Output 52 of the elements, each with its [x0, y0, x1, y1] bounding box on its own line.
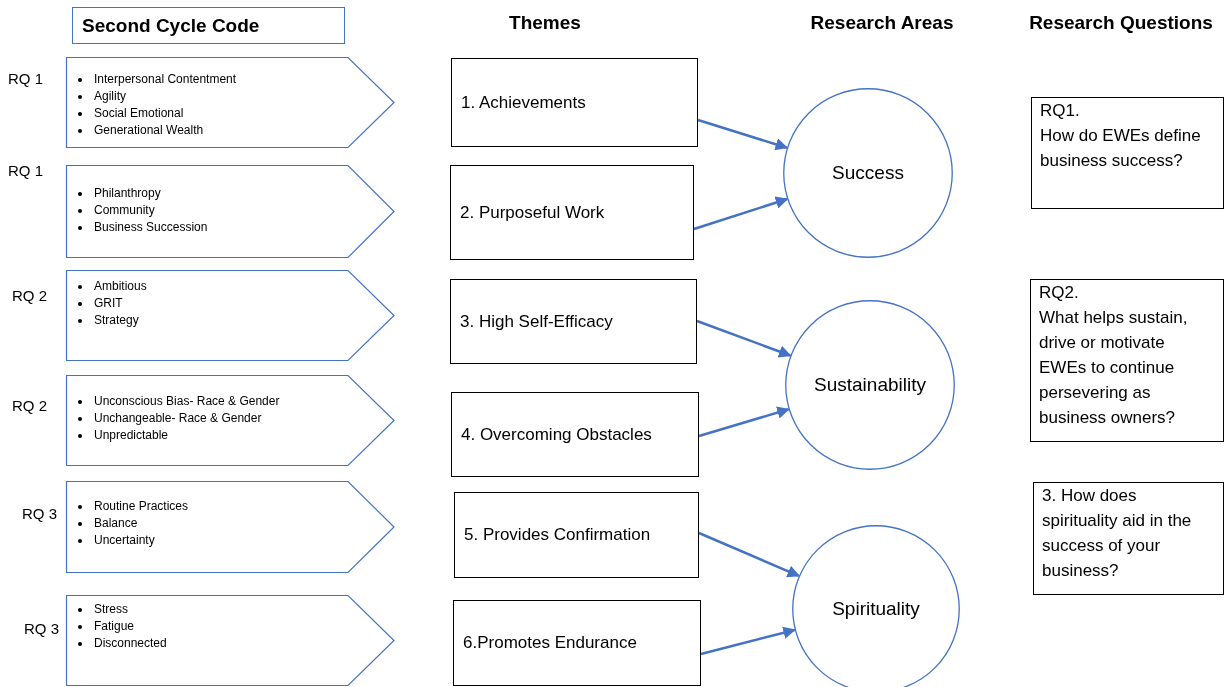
question-text: What helps sustain, drive or motivate EWEs to continue persevering as business owners? [1039, 307, 1189, 429]
area-label: Spirituality [831, 598, 921, 620]
bullet-item: Fatigue [94, 618, 135, 635]
bullet-item: Unchangeable- Race & Gender [94, 410, 262, 427]
question-heading: RQ2. [1039, 282, 1080, 304]
theme-box: 3. High Self-Efficacy [450, 279, 697, 364]
bullet-item: Agility [94, 88, 126, 105]
bullet-item: Business Succession [94, 219, 208, 236]
question-box [1033, 482, 1224, 595]
question-box [1031, 97, 1224, 209]
column-heading: Research Areas [810, 12, 954, 34]
arrow [696, 319, 792, 358]
rq-label: RQ 3 [22, 505, 57, 522]
theme-box: 1. Achievements [451, 58, 698, 147]
heading-box: Second Cycle Code [72, 7, 345, 44]
column-heading: Themes [509, 12, 581, 34]
column-heading: Research Questions [1029, 12, 1213, 34]
bullet-item: Stress [94, 601, 128, 618]
bullet-item: Unpredictable [94, 427, 169, 444]
bullet-item: Community [94, 202, 155, 219]
bullet-item: Philanthropy [94, 185, 161, 202]
arrow [700, 626, 796, 656]
area-label: Success [831, 162, 905, 184]
theme-box: 4. Overcoming Obstacles [451, 392, 699, 477]
bullet-item: Generational Wealth [94, 122, 204, 139]
arrow [697, 118, 789, 151]
area-label: Sustainability [813, 374, 927, 396]
question-text: 3. How does spirituality aid in the success of your business? [1042, 485, 1193, 582]
bullet-item: Social Emotional [94, 105, 184, 122]
rq-label: RQ 1 [8, 162, 43, 179]
arrow [698, 406, 790, 438]
question-heading: RQ1. [1040, 100, 1081, 122]
rq-label: RQ 2 [12, 397, 47, 414]
bullet-item: Uncertainty [94, 532, 155, 549]
rq-label: RQ 3 [24, 620, 59, 637]
theme-box: 5. Provides Confirmation [454, 492, 699, 578]
arrow [698, 531, 800, 578]
theme-box: 2. Purposeful Work [450, 165, 694, 260]
bullet-item: Interpersonal Contentment [94, 71, 237, 88]
rq-label: RQ 1 [8, 70, 43, 87]
question-box [1030, 279, 1224, 442]
bullet-item: Disconnected [94, 635, 167, 652]
bullet-item: Unconscious Bias- Race & Gender [94, 393, 280, 410]
rq-label: RQ 2 [12, 287, 47, 304]
bullet-item: Ambitious [94, 278, 147, 295]
theme-box: 6.Promotes Endurance [453, 600, 701, 686]
arrow [693, 196, 789, 231]
bullet-item: Balance [94, 515, 138, 532]
question-text: How do EWEs define business success? [1040, 125, 1201, 172]
bullet-item: GRIT [94, 295, 123, 312]
bullet-item: Strategy [94, 312, 139, 329]
bullet-item: Routine Practices [94, 498, 189, 515]
